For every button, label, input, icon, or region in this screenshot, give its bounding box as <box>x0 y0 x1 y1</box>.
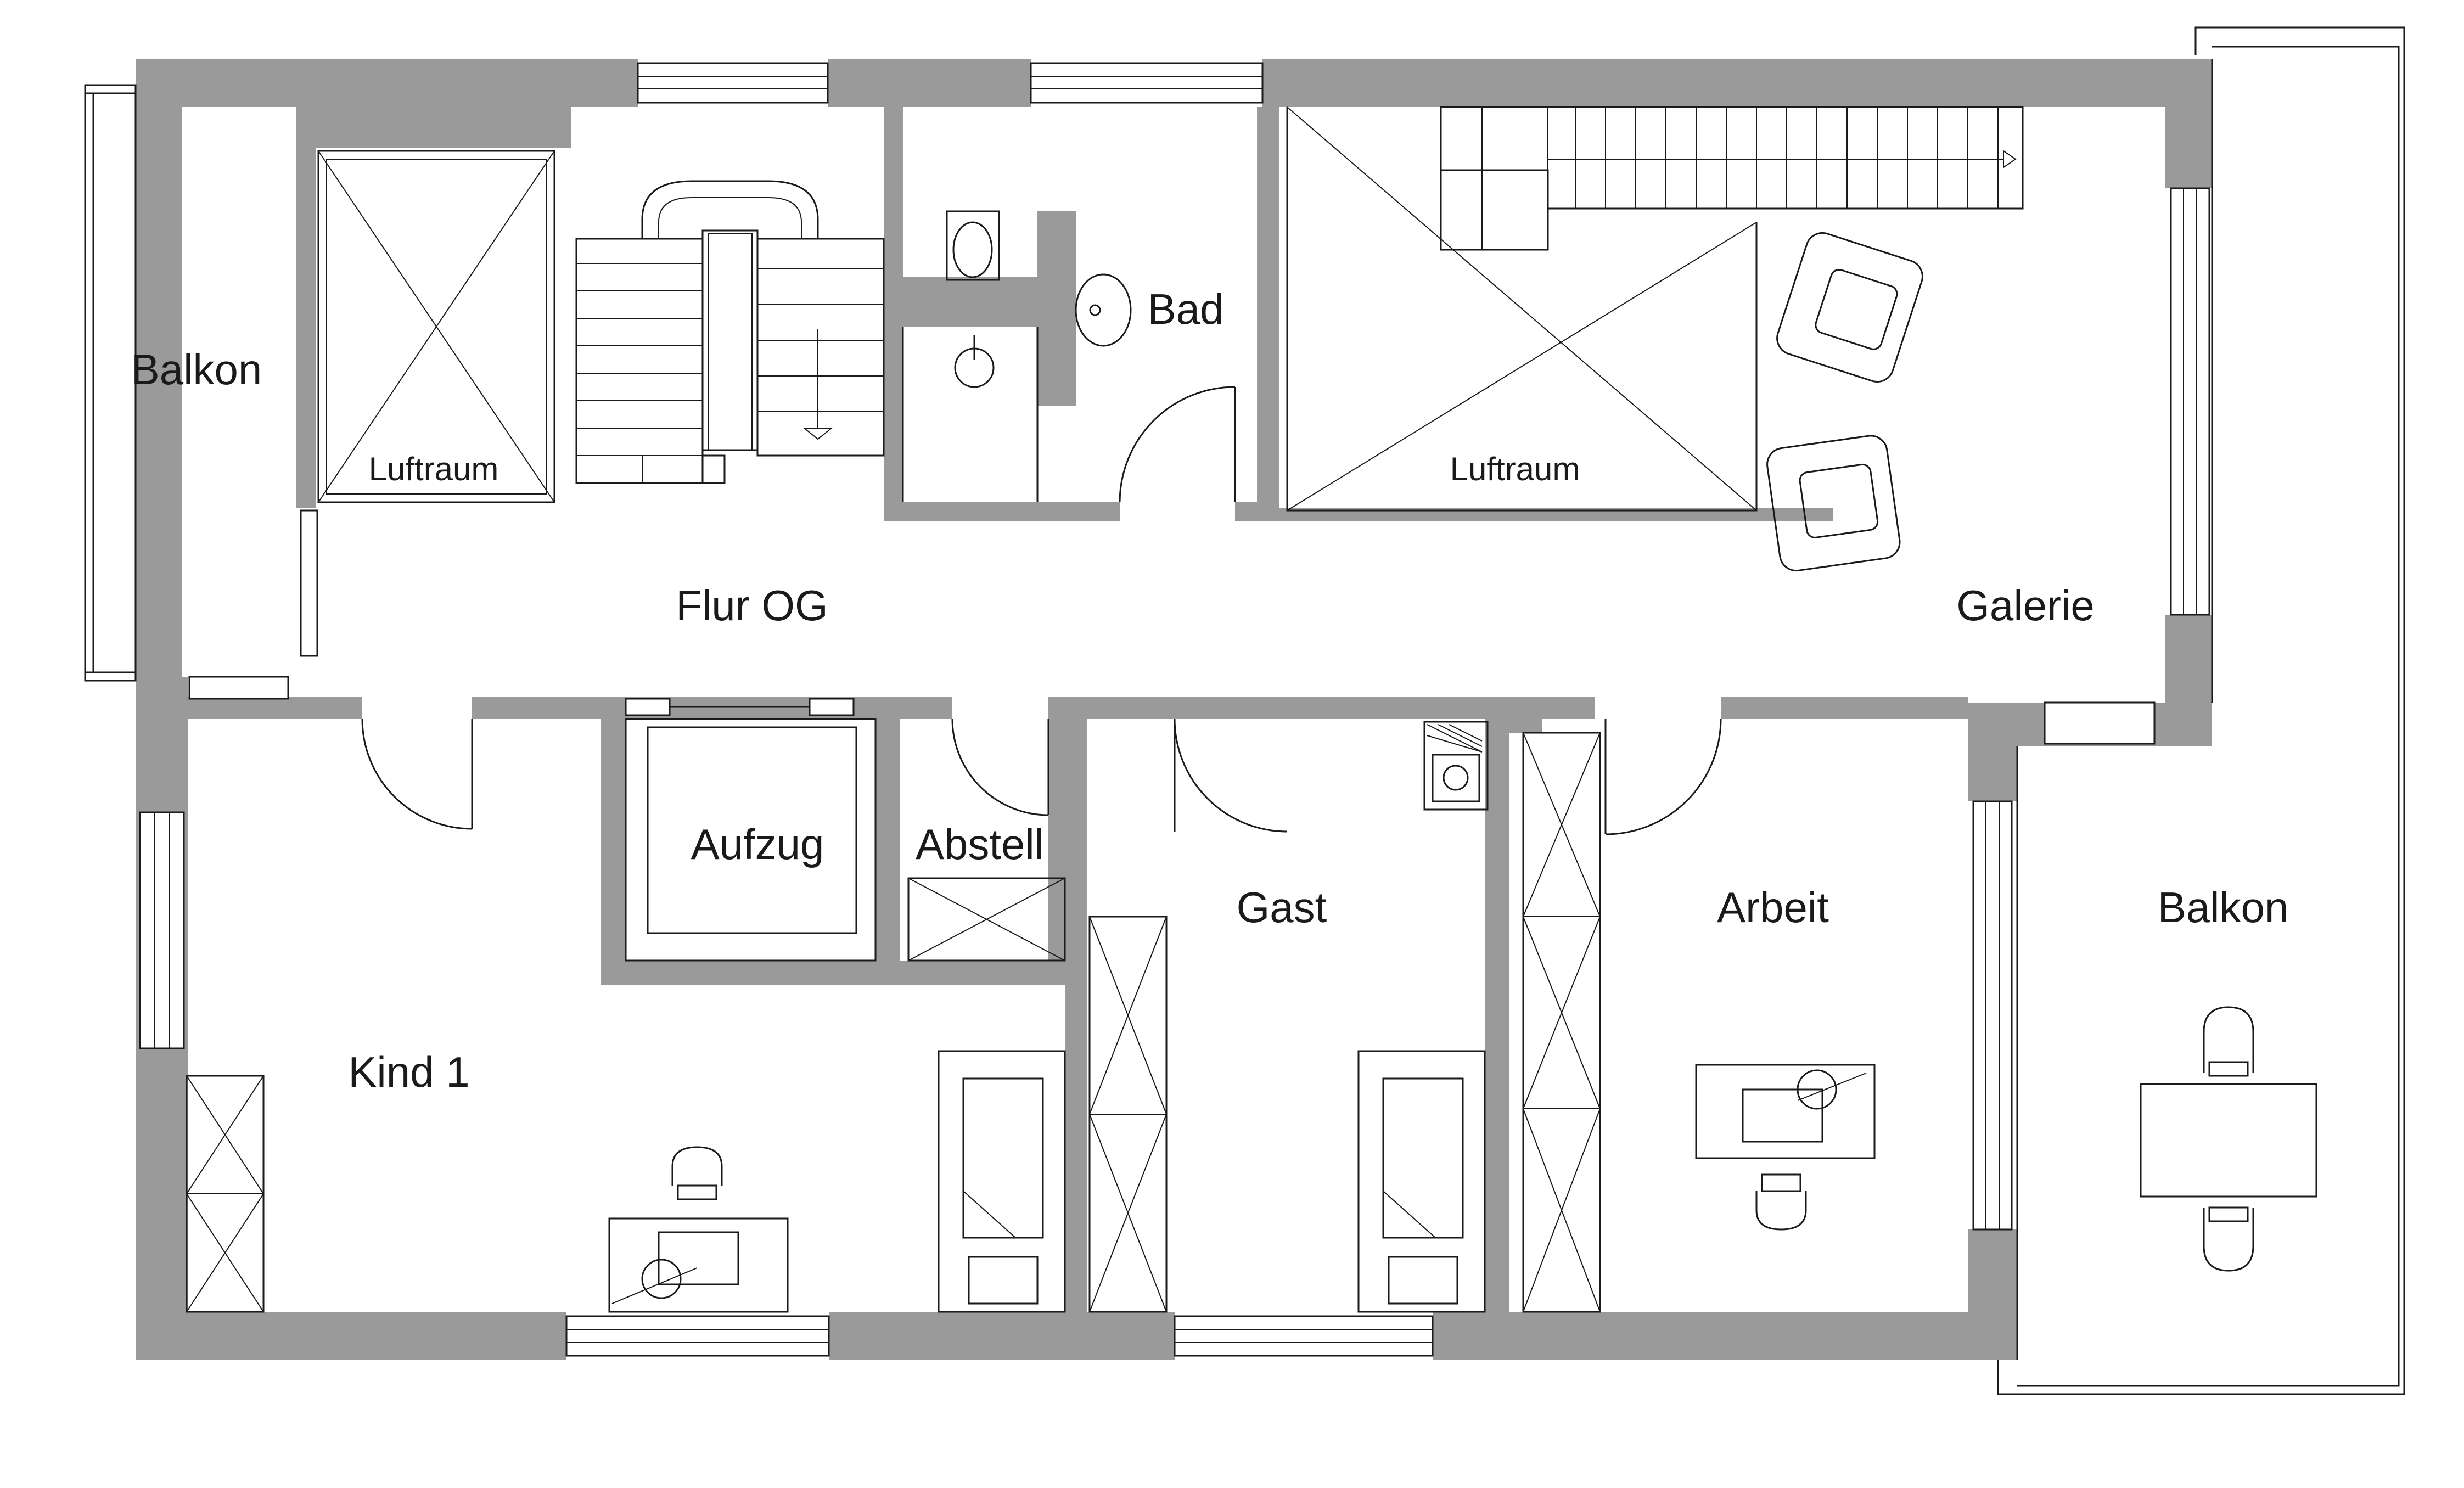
label-luftraum-west: Luftraum <box>369 451 499 487</box>
windows <box>139 62 2210 1357</box>
stair-west <box>575 180 885 484</box>
beds <box>938 1050 1486 1313</box>
label-balkon-east: Balkon <box>2158 883 2289 931</box>
balconies <box>84 26 2405 1395</box>
label-flur: Flur OG <box>676 581 828 630</box>
label-galerie: Galerie <box>1956 581 2094 630</box>
bathroom-fixtures <box>902 210 1132 502</box>
label-gast: Gast <box>1237 883 1327 931</box>
label-aufzug: Aufzug <box>691 820 824 868</box>
elevator-storage <box>625 718 1066 962</box>
wardrobes <box>186 732 1601 1313</box>
label-abstell: Abstell <box>916 820 1044 868</box>
label-luftraum-east: Luftraum <box>1450 451 1580 487</box>
label-bad: Bad <box>1148 285 1224 333</box>
stair-east <box>1440 106 2024 251</box>
label-kind: Kind 1 <box>348 1048 469 1096</box>
label-balkon-west: Balkon <box>131 345 262 394</box>
label-arbeit: Arbeit <box>1717 883 1829 931</box>
room-labels: Balkon Luftraum Bad Luftraum Flur OG Gal… <box>131 285 2289 1096</box>
walls <box>136 59 2212 1360</box>
luftraum-west <box>317 150 555 503</box>
furniture-desks <box>608 232 2317 1313</box>
doors <box>361 386 1722 835</box>
luftraum-east <box>1286 106 1758 512</box>
